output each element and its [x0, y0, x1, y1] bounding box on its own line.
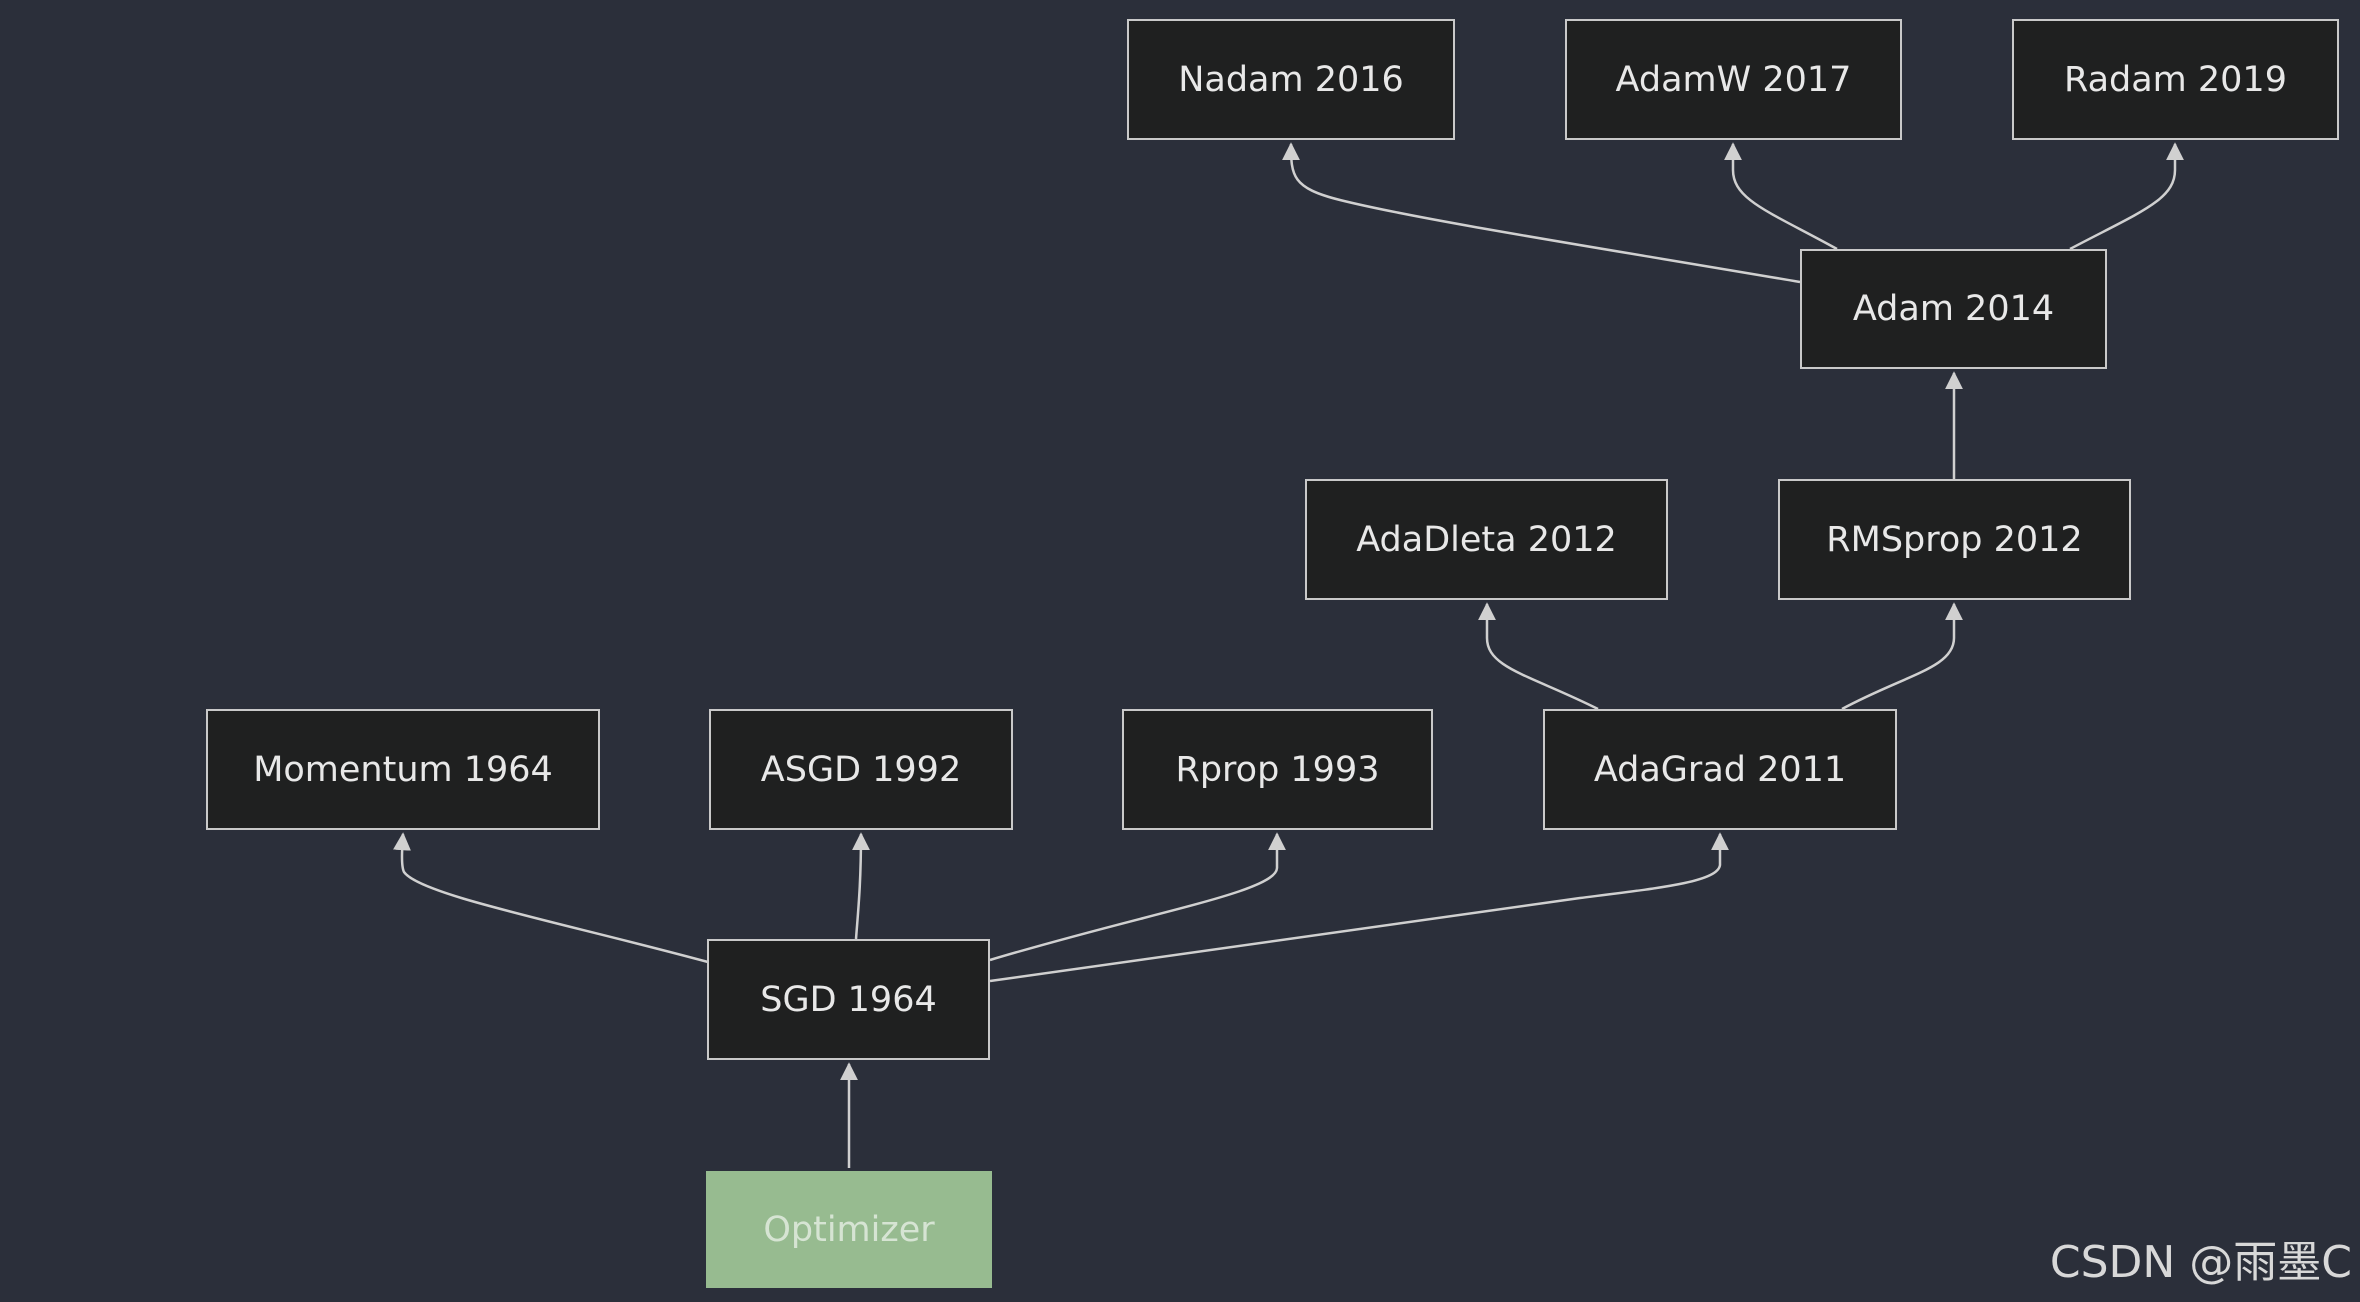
node-momentum-label: Momentum 1964 — [253, 749, 553, 790]
node-adadleta-label: AdaDleta 2012 — [1356, 519, 1617, 560]
edge-adam-nadam — [1282, 142, 1801, 284]
edge-adam-adamw — [1724, 142, 1838, 251]
node-asgd: ASGD 1992 — [709, 709, 1013, 830]
node-rprop: Rprop 1993 — [1122, 709, 1433, 830]
edge-sgd-momentum — [393, 832, 709, 964]
node-sgd: SGD 1964 — [707, 939, 990, 1060]
node-optimizer-label: Optimizer — [763, 1209, 935, 1250]
node-adamw: AdamW 2017 — [1565, 19, 1902, 140]
node-rmsprop-label: RMSprop 2012 — [1826, 519, 2083, 560]
edge-sgd-rprop — [989, 832, 1286, 962]
edge-sgd-asgd — [851, 832, 870, 940]
node-radam-label: Radam 2019 — [2064, 59, 2287, 100]
node-asgd-label: ASGD 1992 — [760, 749, 962, 790]
node-nadam: Nadam 2016 — [1127, 19, 1455, 140]
node-momentum: Momentum 1964 — [206, 709, 600, 830]
edge-adam-radam — [2069, 142, 2184, 251]
node-radam: Radam 2019 — [2012, 19, 2339, 140]
node-nadam-label: Nadam 2016 — [1178, 59, 1404, 100]
node-sgd-label: SGD 1964 — [760, 979, 937, 1020]
edge-sgd-adagrad — [989, 832, 1729, 983]
node-adam: Adam 2014 — [1800, 249, 2107, 369]
node-rmsprop: RMSprop 2012 — [1778, 479, 2131, 600]
node-adadleta: AdaDleta 2012 — [1305, 479, 1668, 600]
node-rprop-label: Rprop 1993 — [1175, 749, 1380, 790]
node-adam-label: Adam 2014 — [1852, 289, 2055, 329]
watermark: CSDN @雨墨C — [2049, 1237, 2352, 1288]
edge-adagrad-adadleta — [1478, 602, 1599, 711]
node-optimizer: Optimizer — [706, 1171, 992, 1288]
node-adagrad: AdaGrad 2011 — [1543, 709, 1897, 830]
node-adagrad-label: AdaGrad 2011 — [1593, 749, 1847, 790]
edge-adagrad-rmsprop — [1841, 602, 1963, 711]
node-adamw-label: AdamW 2017 — [1615, 59, 1852, 100]
